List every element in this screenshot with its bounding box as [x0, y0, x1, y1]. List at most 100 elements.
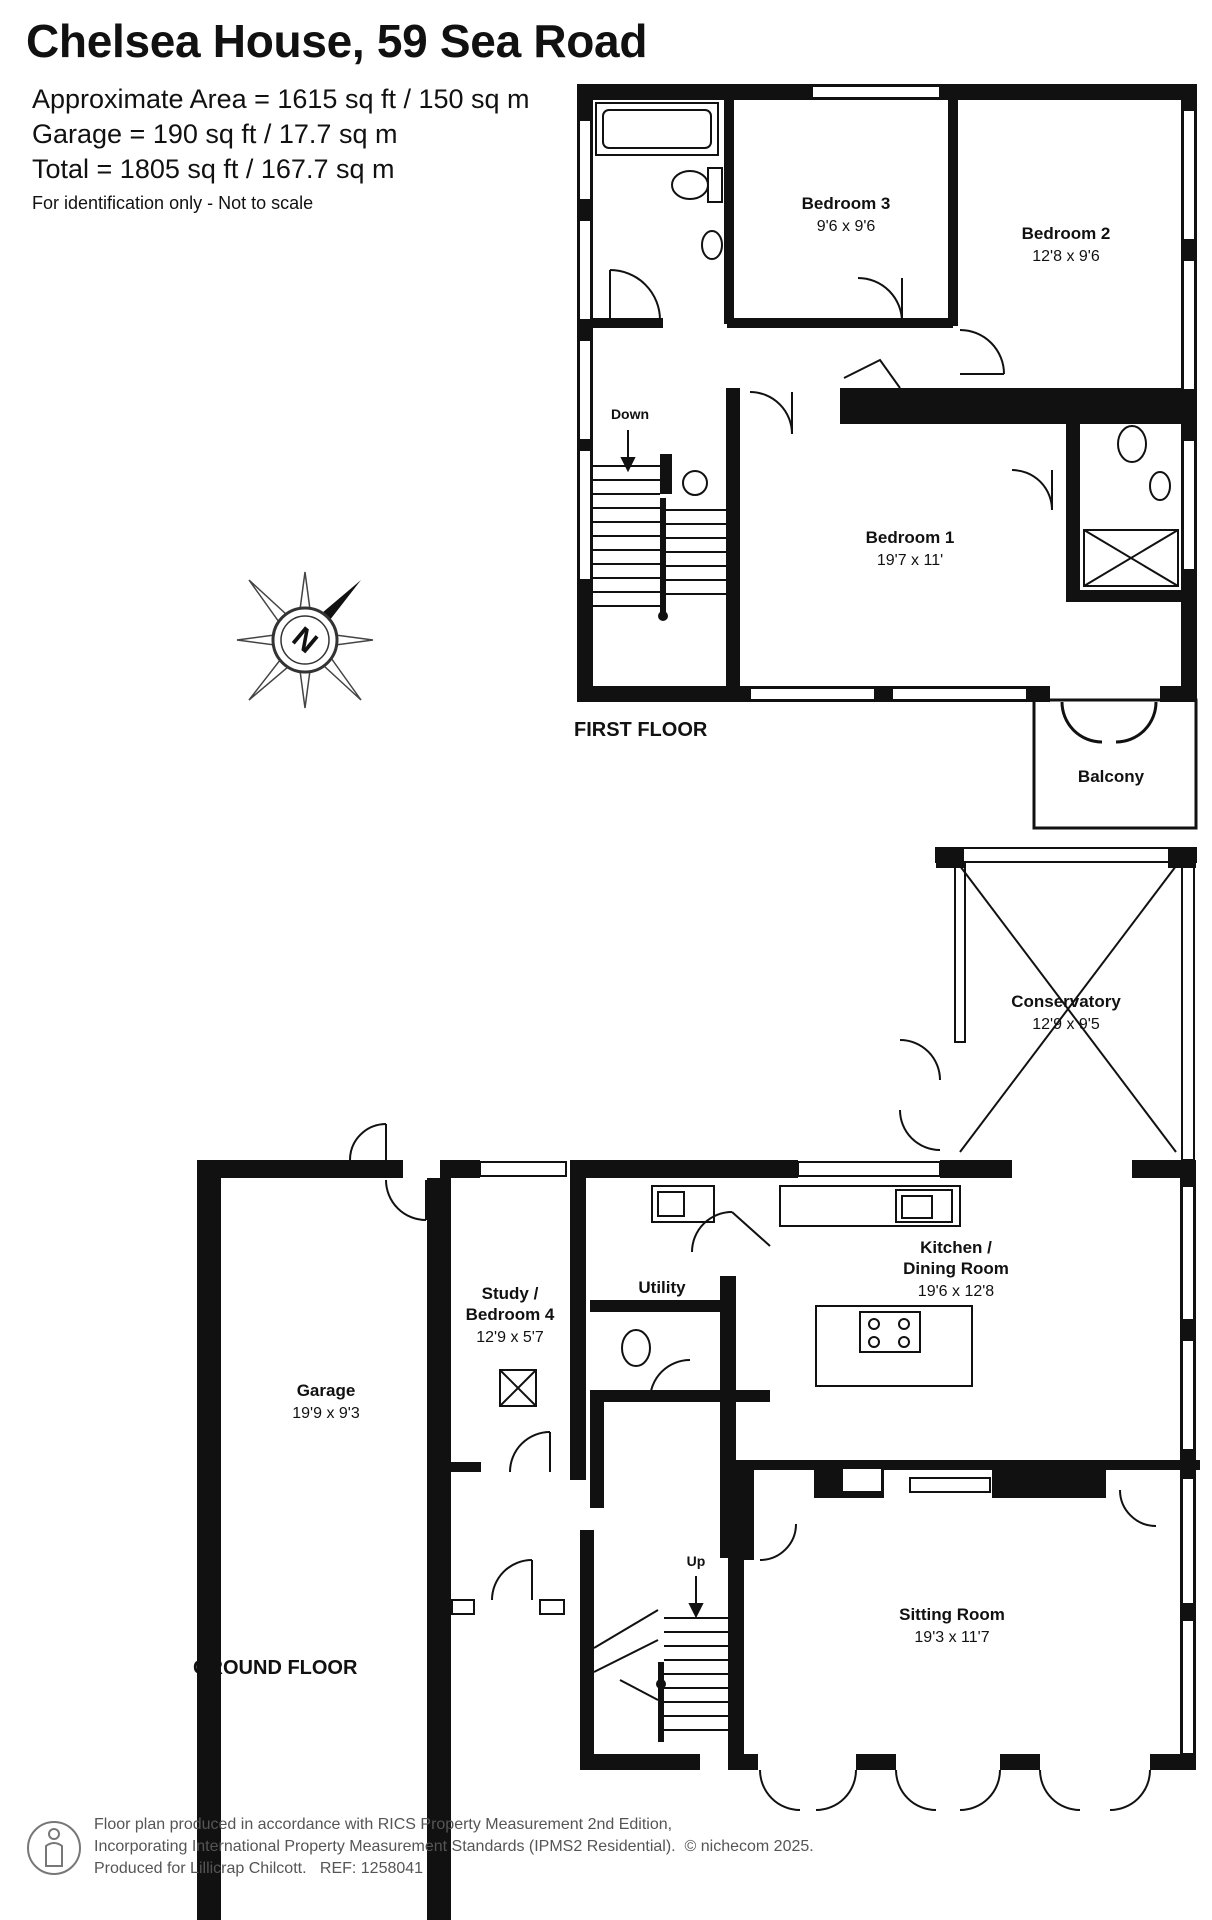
wall-hall-west	[590, 1390, 604, 1508]
wc-door	[649, 1359, 691, 1401]
wall-kitchen-south	[720, 1460, 1200, 1470]
wc-toilet-icon	[621, 1329, 651, 1367]
north-wall-b	[383, 1160, 403, 1178]
sitting-south-pier-3	[1000, 1754, 1040, 1770]
stairs-down-label: Down	[611, 406, 649, 422]
footer-line-3: Produced for Lillicrap Chilcott. REF: 12…	[94, 1860, 424, 1877]
first-floor-label: FIRST FLOOR	[574, 719, 708, 741]
ensuite-basin-icon	[1149, 471, 1171, 501]
ensuite-toilet-icon	[1117, 425, 1147, 463]
garage-dimensions: 19'9 x 9'3	[292, 1405, 360, 1422]
footer-notes: Floor plan produced in accordance with R…	[94, 1814, 814, 1880]
skylight-icon	[499, 1369, 537, 1407]
balcony	[1032, 698, 1198, 830]
garage-wall-east	[427, 1178, 451, 1920]
banister	[660, 498, 666, 616]
ground-banister	[658, 1662, 664, 1742]
wall-stairs-sitting	[728, 1540, 744, 1770]
kitchen-sitting-door	[1119, 1489, 1157, 1527]
sitting-room-name: Sitting Room	[899, 1605, 1005, 1624]
front-door	[491, 1559, 533, 1601]
north-wall-e	[940, 1160, 1012, 1178]
sitting-hall-door	[759, 1523, 797, 1561]
study-name-line1: Study /	[482, 1284, 539, 1303]
ground-floor-fixtures	[349, 865, 1177, 1811]
wall-kitchen-west-lower	[720, 1454, 736, 1558]
garage-wall-north-a	[197, 1160, 383, 1178]
bedroom1-dimensions: 19'7 x 11'	[877, 552, 943, 569]
sitting-french-door-1	[759, 1769, 801, 1811]
identification-note: For identification only - Not to scale	[32, 193, 314, 213]
wall-study-utility	[570, 1160, 586, 1480]
wall-stairs-south	[580, 1754, 700, 1770]
toilet-icon	[671, 170, 709, 200]
wall-cupboard	[660, 454, 672, 494]
bedroom3-name: Bedroom 3	[802, 194, 891, 213]
wall-landing-top-b	[727, 318, 953, 328]
wall-stairs-west	[580, 1530, 594, 1770]
ground-floor-stairs	[593, 1576, 728, 1731]
footer-line-2: Incorporating International Property Mea…	[94, 1838, 814, 1855]
kitchen-sink-icon	[895, 1189, 953, 1223]
wall-ensuite-west	[1066, 422, 1080, 602]
north-wall-c	[440, 1160, 480, 1178]
bedroom2-door	[959, 329, 1005, 375]
total-area: Total = 1805 sq ft / 167.7 sq m	[32, 154, 395, 184]
study-name-line2: Bedroom 4	[466, 1305, 555, 1324]
conservatory-door-a	[899, 1039, 941, 1081]
wall-wc-kitchen	[720, 1276, 736, 1476]
wall-south-right	[1160, 686, 1197, 702]
garage-rear-door	[349, 1123, 387, 1161]
sitting-south-pier-2	[856, 1754, 896, 1770]
first-floor	[577, 84, 1197, 702]
bedroom2-dimensions: 12'8 x 9'6	[1032, 248, 1100, 265]
bedroom1-door	[749, 391, 793, 435]
wall-study-south	[445, 1462, 481, 1472]
wall-south-pier	[1030, 686, 1050, 702]
wall-bedroom1-north	[840, 388, 1196, 424]
hob-icon	[859, 1311, 921, 1353]
kitchen-worktop	[779, 1185, 961, 1227]
kitchen-name-line2: Dining Room	[903, 1259, 1009, 1278]
footer-reference: REF: 1258041	[319, 1860, 424, 1877]
wall-south-left	[577, 686, 750, 702]
first-floor-windows	[578, 85, 1196, 701]
garage-name: Garage	[297, 1381, 356, 1400]
footer-line-1: Floor plan produced in accordance with R…	[94, 1816, 673, 1833]
first-floor-stairs	[593, 430, 726, 607]
garage-area: Garage = 190 sq ft / 17.7 sq m	[32, 119, 398, 149]
conservatory-corner-nw	[936, 848, 964, 868]
bath-icon	[595, 102, 719, 156]
utility-door	[691, 1211, 733, 1253]
basin-icon	[701, 230, 723, 260]
sitting-south-pier-4	[1150, 1754, 1196, 1770]
kitchen-dimensions: 19'6 x 12'8	[918, 1283, 994, 1300]
conservatory-dimensions: 12'9 x 9'5	[1032, 1016, 1100, 1033]
wall-sitting-west-top	[736, 1460, 754, 1560]
bathroom-door	[609, 269, 661, 321]
utility-sink-icon	[651, 1185, 715, 1223]
study-door	[385, 1179, 427, 1221]
bedroom2-name: Bedroom 2	[1022, 224, 1111, 243]
wall-utility-wc	[590, 1300, 730, 1312]
compass-rose-icon: N	[236, 571, 374, 709]
kitchen-island	[815, 1305, 973, 1387]
boiler-icon	[682, 470, 708, 496]
bedroom3-door	[857, 277, 903, 323]
balcony-name: Balcony	[1078, 767, 1145, 786]
sitting-room-dimensions: 19'3 x 11'7	[914, 1629, 989, 1646]
ground-floor-windows	[451, 1161, 1195, 1755]
bedroom3-dimensions: 9'6 x 9'6	[817, 218, 876, 235]
person-scale-icon	[27, 1821, 81, 1875]
north-wall-d	[570, 1160, 798, 1178]
study-dimensions: 12'9 x 5'7	[476, 1329, 544, 1346]
wall-wc-hall	[590, 1390, 770, 1402]
banister-post	[658, 611, 668, 621]
chimney-right	[992, 1462, 1106, 1498]
footer-copyright: © nichecom 2025.	[684, 1838, 814, 1855]
ground-floor-label: GROUND FLOOR	[193, 1657, 358, 1679]
wall-landing-bedroom1	[726, 388, 740, 690]
wall-landing-top-a	[593, 318, 663, 328]
stairs-up-label: Up	[687, 1553, 706, 1569]
ensuite-door	[1011, 469, 1053, 511]
